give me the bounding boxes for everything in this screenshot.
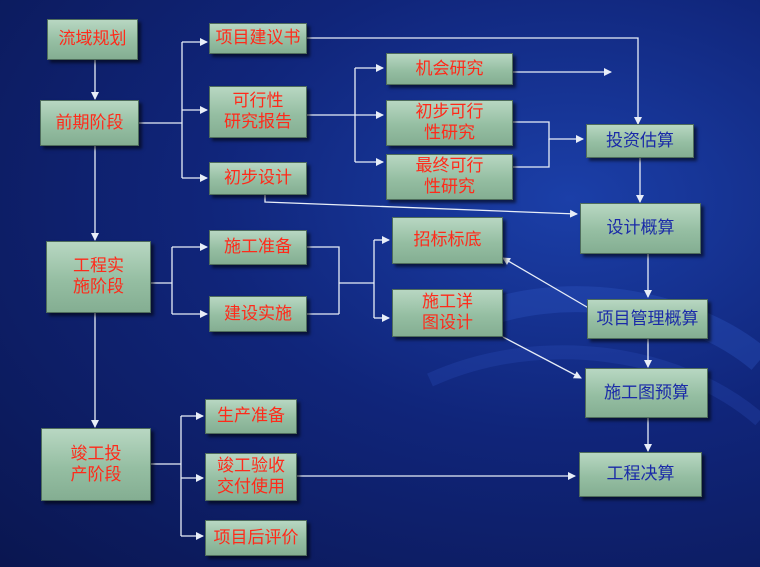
node-completion-stage: 竣工投 产阶段 bbox=[41, 428, 151, 501]
node-project-mgmt-estimate: 项目管理概算 bbox=[587, 299, 708, 339]
node-construction-drawing-budget: 施工图预算 bbox=[585, 368, 708, 418]
node-design-budget-estimate: 设计概算 bbox=[580, 203, 701, 254]
node-final-feasibility-study: 最终可行 性研究 bbox=[386, 154, 513, 200]
bracket-merge bbox=[307, 240, 375, 318]
node-implementation-stage: 工程实 施阶段 bbox=[46, 241, 151, 313]
bracket-completion bbox=[151, 416, 182, 536]
edge-design-to-design-budget bbox=[264, 195, 578, 218]
node-final-account: 工程决算 bbox=[579, 452, 702, 497]
node-preliminary-stage: 前期阶段 bbox=[40, 100, 139, 146]
edge-final-to-estimate bbox=[513, 139, 550, 168]
node-production-prep: 生产准备 bbox=[205, 399, 297, 434]
bracket-preliminary bbox=[139, 42, 183, 178]
node-construction-execution: 建设实施 bbox=[209, 296, 307, 332]
bracket-feasibility bbox=[307, 68, 356, 162]
edge-detailed-to-drawing-budget bbox=[502, 336, 582, 379]
node-feasibility-report: 可行性 研究报告 bbox=[209, 86, 307, 138]
node-bid-floor: 招标标底 bbox=[392, 217, 503, 264]
node-proposal: 项目建议书 bbox=[209, 23, 307, 54]
bracket-implementation bbox=[151, 247, 173, 314]
node-acceptance-delivery: 竣工验收 交付使用 bbox=[205, 453, 297, 501]
node-watershed-planning: 流域规划 bbox=[47, 19, 138, 60]
node-post-evaluation: 项目后评价 bbox=[205, 520, 307, 556]
edge-proposal-to-estimate bbox=[307, 37, 642, 125]
edge-mgmt-to-bid bbox=[502, 257, 593, 311]
node-prefeasibility-study: 初步可行 性研究 bbox=[386, 100, 513, 146]
node-detailed-design: 施工详 图设计 bbox=[392, 289, 503, 337]
node-preliminary-design: 初步设计 bbox=[209, 162, 307, 195]
node-construction-prep: 施工准备 bbox=[209, 230, 307, 265]
edge-prefeasibility-to-estimate bbox=[513, 121, 584, 143]
node-opportunity-study: 机会研究 bbox=[386, 53, 513, 85]
node-investment-estimate: 投资估算 bbox=[586, 124, 694, 158]
